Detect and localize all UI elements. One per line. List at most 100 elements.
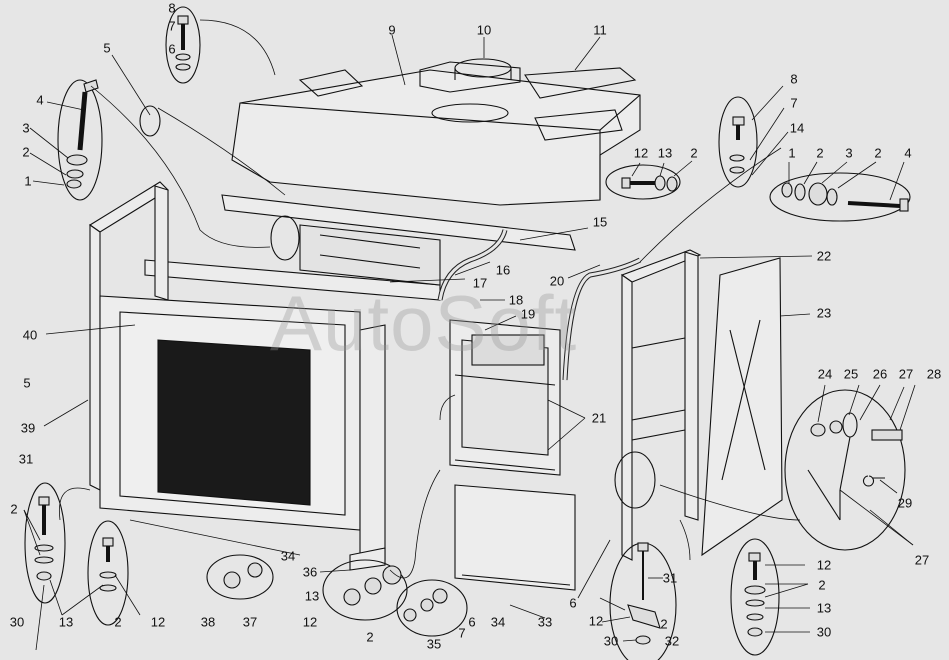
part-label-34: 34: [490, 614, 506, 630]
bolt-part-12-mid: [621, 177, 655, 189]
part-label-2: 2: [816, 145, 824, 161]
part-label-19: 19: [520, 306, 536, 322]
detail-callout-13-12: [322, 559, 408, 621]
part-label-25: 25: [843, 366, 859, 382]
bolt-part-8-top: [177, 15, 189, 50]
part-label-15: 15: [592, 214, 608, 230]
lower-plate-part-33: [454, 484, 576, 591]
washer-stack-right: [781, 182, 838, 206]
part-label-9: 9: [388, 22, 396, 38]
detail-callout-35: [396, 579, 468, 637]
part-label-13: 13: [657, 145, 673, 161]
bolt-part-8-right: [732, 116, 745, 140]
washer-stack-mid: [654, 175, 678, 192]
detail-callout-left-bolt: [57, 79, 103, 201]
detail-callout-chain: [784, 389, 906, 551]
center-post: [349, 324, 386, 571]
part-label-3: 3: [845, 145, 853, 161]
washer-38-37: [223, 562, 263, 589]
detail-callout-38-37: [206, 554, 274, 600]
part-label-29: 29: [897, 495, 913, 511]
detail-callout-far-bolt: [730, 538, 780, 656]
bolt-part-4-right: [847, 198, 909, 212]
part-label-4: 4: [36, 92, 44, 108]
washer-stack-top: [175, 53, 191, 71]
part-label-30: 30: [603, 633, 619, 649]
part-label-14: 14: [789, 120, 805, 136]
part-label-12: 12: [633, 145, 649, 161]
bolt-part-31-left: [38, 496, 50, 535]
part-label-30: 30: [816, 624, 832, 640]
part-label-13: 13: [58, 614, 74, 630]
part-label-27: 27: [898, 366, 914, 382]
washer-35: [403, 588, 448, 622]
part-label-16: 16: [495, 262, 511, 278]
detail-callout-right-bolt: [718, 96, 758, 188]
part-label-5: 5: [23, 375, 31, 391]
detail-callout-bl-bolt: [24, 482, 66, 604]
bolt-part-12-far: [748, 552, 761, 580]
part-label-27: 27: [914, 552, 930, 568]
washer-stack-br: [627, 585, 766, 645]
bolt-part-31-right: [637, 542, 649, 600]
part-label-13: 13: [304, 588, 320, 604]
part-label-7: 7: [168, 18, 176, 34]
part-label-2: 2: [366, 629, 374, 645]
part-label-38: 38: [200, 614, 216, 630]
part-label-20: 20: [549, 273, 565, 289]
part-label-33: 33: [537, 614, 553, 630]
part-label-21: 21: [591, 410, 607, 426]
part-label-30: 30: [9, 614, 25, 630]
part-label-8: 8: [790, 71, 798, 87]
washer-stack-left: [66, 154, 88, 189]
part-label-2: 2: [22, 144, 30, 160]
part-label-26: 26: [872, 366, 888, 382]
part-label-5: 5: [103, 40, 111, 56]
chain-assembly: [807, 412, 903, 521]
part-label-6: 6: [168, 41, 176, 57]
part-label-32: 32: [664, 633, 680, 649]
right-frame-part-22: [620, 249, 702, 561]
part-label-40: 40: [22, 327, 38, 343]
detail-callout-mid-bolt: [605, 164, 681, 200]
part-label-1: 1: [788, 145, 796, 161]
part-label-12: 12: [588, 613, 604, 629]
part-label-7: 7: [458, 625, 466, 641]
part-label-35: 35: [426, 636, 442, 652]
part-label-18: 18: [508, 292, 524, 308]
bolt-part-12-bl: [102, 537, 114, 562]
part-label-6: 6: [468, 614, 476, 630]
part-label-8: 8: [168, 0, 176, 16]
part-label-23: 23: [816, 305, 832, 321]
part-label-2: 2: [690, 145, 698, 161]
part-label-11: 11: [593, 22, 607, 38]
leader-lines: [23, 19, 916, 651]
part-label-31: 31: [18, 451, 34, 467]
radiator-panel-part-40: [99, 295, 361, 531]
middle-frame-part-21: [449, 319, 561, 476]
part-label-2: 2: [114, 614, 122, 630]
detail-callout-top-bolt: [165, 6, 201, 84]
washer-stack-right-bolt: [729, 154, 745, 174]
part-label-2: 2: [818, 577, 826, 593]
part-label-12: 12: [302, 614, 318, 630]
detail-callout-15: [270, 215, 300, 261]
side-panel-part-23: [701, 257, 783, 557]
detail-callout-bracket: [614, 451, 656, 509]
part-label-22: 22: [816, 248, 832, 264]
part-label-13: 13: [816, 600, 832, 616]
washer-13-12: [343, 565, 402, 606]
part-label-24: 24: [817, 366, 833, 382]
bracket-part-17: [299, 224, 441, 286]
part-label-10: 10: [476, 22, 492, 38]
top-cover-part-9: [231, 58, 641, 206]
pipe-part-20-inner: [563, 258, 641, 381]
pipe-part-16-inner: [438, 229, 507, 301]
part-label-36: 36: [302, 564, 318, 580]
part-label-1: 1: [24, 173, 32, 189]
part-label-2: 2: [660, 616, 668, 632]
part-label-39: 39: [20, 420, 36, 436]
part-label-17: 17: [472, 275, 488, 291]
